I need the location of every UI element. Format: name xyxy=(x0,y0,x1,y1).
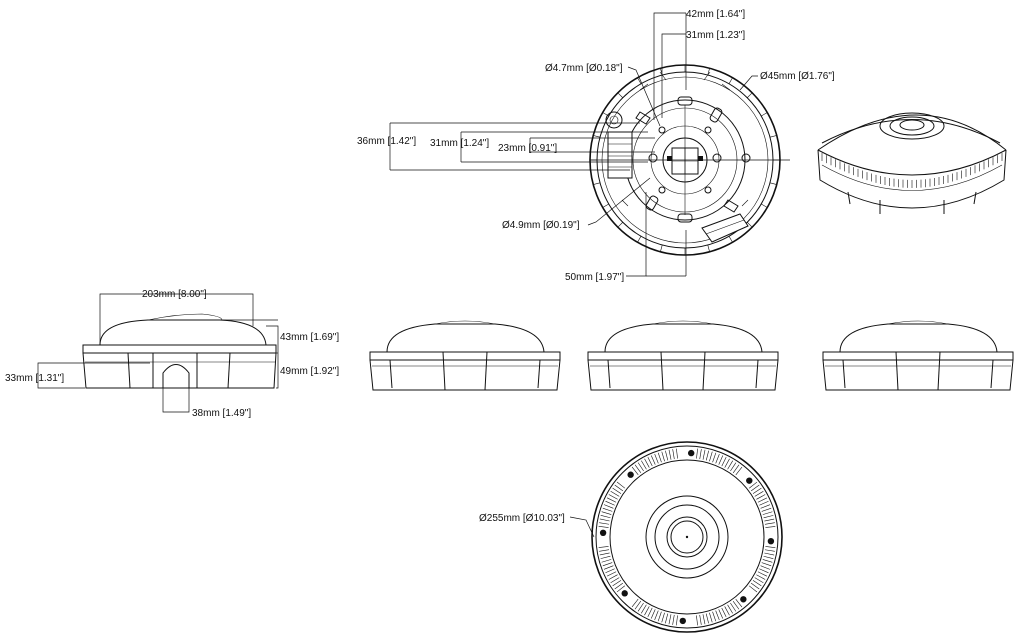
bottom-view-dimension: Ø255mm [Ø10.03"] xyxy=(479,513,595,538)
camera-bottom-view xyxy=(591,441,783,633)
label-width-203: 203mm [8.00"] xyxy=(142,289,207,300)
camera-isometric-view xyxy=(817,112,1007,214)
label-hole-4-9: Ø4.9mm [Ø0.19"] xyxy=(502,220,580,231)
label-h-31: 31mm [1.24"] xyxy=(430,138,489,149)
label-h-36: 36mm [1.42"] xyxy=(357,136,416,147)
label-height-33: 33mm [1.31"] xyxy=(5,373,64,384)
mount-base-rear-view xyxy=(589,64,790,256)
label-hole-4-7: Ø4.7mm [Ø0.18"] xyxy=(545,63,623,74)
label-dim-50: 50mm [1.97"] xyxy=(565,272,624,283)
side-view-dimensions: 203mm [8.00"] 43mm [1.69"] 49mm [1.92"] … xyxy=(5,289,339,419)
label-top-31: 31mm [1.23"] xyxy=(686,30,745,41)
side-view-3 xyxy=(822,320,1014,391)
label-h-23: 23mm [0.91"] xyxy=(498,143,557,154)
label-height-43: 43mm [1.69"] xyxy=(280,332,339,343)
side-view-2 xyxy=(587,320,779,391)
label-width-38: 38mm [1.49"] xyxy=(192,408,251,419)
label-height-49: 49mm [1.92"] xyxy=(280,366,339,377)
camera-side-views xyxy=(369,320,1014,391)
label-top-42: 42mm [1.64"] xyxy=(686,9,745,20)
mount-base-dimensions: 42mm [1.64"] 31mm [1.23"] Ø4.7mm [Ø0.18"… xyxy=(357,9,835,283)
side-view-1 xyxy=(369,320,561,391)
label-dia-45: Ø45mm [Ø1.76"] xyxy=(760,71,835,82)
label-dia-255: Ø255mm [Ø10.03"] xyxy=(479,513,565,524)
camera-side-view-dimensioned xyxy=(82,313,277,389)
